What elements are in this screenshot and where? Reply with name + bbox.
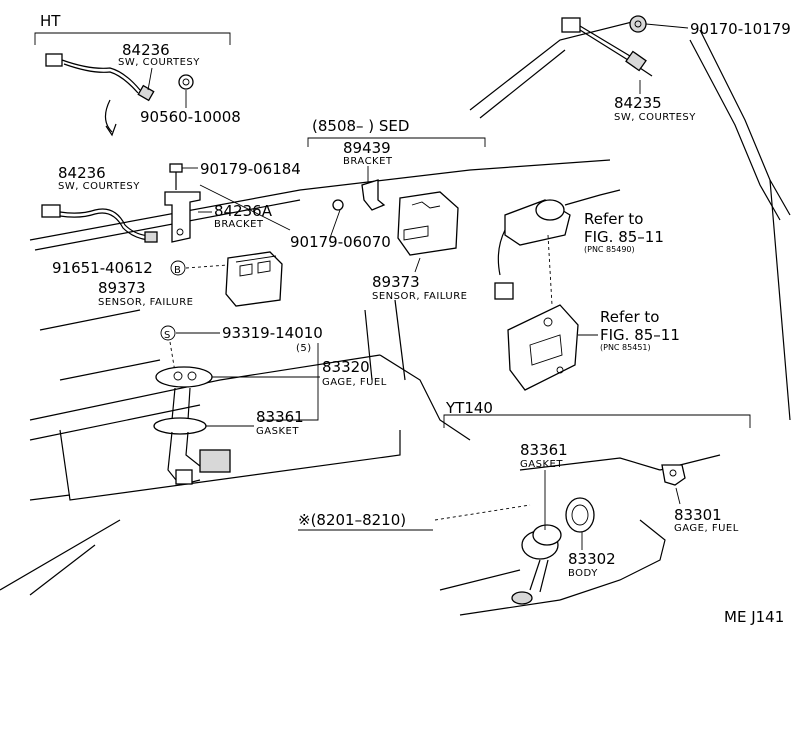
failure-sensor-left <box>225 251 283 307</box>
part-desc-83361-left: GASKET <box>256 426 299 437</box>
part-qty-93319: (5) <box>296 343 312 354</box>
part-number-84236-top: 84236 <box>122 41 170 59</box>
ref-pnc-2: (PNC 85451) <box>600 343 651 352</box>
part-number-84235: 84235 <box>614 94 662 112</box>
part-desc-84236-top: SW, COURTESY <box>118 57 200 68</box>
sed-label: (8508– ) SED <box>312 117 409 135</box>
part-desc-83301: GAGE, FUEL <box>674 523 739 534</box>
serial-note: ※(8201–8210) <box>298 511 406 529</box>
part-number-93319: 93319-14010 <box>222 324 323 342</box>
marker-s-letter: S <box>164 330 171 341</box>
part-desc-83320: GAGE, FUEL <box>322 377 387 388</box>
part-number-83302: 83302 <box>568 550 616 568</box>
part-desc-84236a: BRACKET <box>214 219 264 230</box>
sed-group: (8508– ) SED <box>307 117 486 147</box>
part-desc-89439: BRACKET <box>343 156 393 167</box>
marker-b-letter: B <box>174 265 181 276</box>
part-desc-89373-right: SENSOR, FAILURE <box>372 291 467 302</box>
trunk-latch <box>507 304 579 391</box>
part-number-90179-06184: 90179-06184 <box>200 160 301 178</box>
part-desc-84236-mid: SW, COURTESY <box>58 181 140 192</box>
part-number-89373-right: 89373 <box>372 273 420 291</box>
sed-bracket <box>332 179 386 211</box>
part-number-83301: 83301 <box>674 506 722 524</box>
vehicle-body-outline <box>0 19 791 616</box>
part-number-89373-left: 89373 <box>98 279 146 297</box>
part-desc-83302: BODY <box>568 568 598 579</box>
ht-label: HT <box>40 12 61 30</box>
part-number-83361-right: 83361 <box>520 441 568 459</box>
part-desc-84235: SW, COURTESY <box>614 112 696 123</box>
ref-fig-2: FIG. 85–11 <box>600 326 680 344</box>
courtesy-switch-mid <box>41 163 201 243</box>
failure-sensor-right <box>397 191 459 256</box>
marker-s: S <box>160 325 176 341</box>
part-number-90560: 90560-10008 <box>140 108 241 126</box>
ref-fig-1: FIG. 85–11 <box>584 228 664 246</box>
courtesy-switch-ht <box>45 53 194 137</box>
part-desc-83361-right: GASKET <box>520 459 563 470</box>
part-number-84236-mid: 84236 <box>58 164 106 182</box>
part-number-89439: 89439 <box>343 139 391 157</box>
marker-b: B <box>170 260 186 276</box>
part-number-84236a: 84236A <box>214 202 273 220</box>
ref-text-1: Refer to <box>584 210 643 228</box>
part-number-83320: 83320 <box>322 358 370 376</box>
part-number-91651: 91651-40612 <box>52 259 153 277</box>
part-number-83361-left: 83361 <box>256 408 304 426</box>
trunk-lock-cylinder <box>494 189 621 306</box>
part-desc-89373-left: SENSOR, FAILURE <box>98 297 193 308</box>
drawing-id: ME J141 <box>724 608 784 626</box>
courtesy-switch-right <box>561 15 653 77</box>
yt140-label: YT140 <box>445 399 493 417</box>
fuel-sender-yt140 <box>511 464 686 605</box>
part-number-90170: 90170-10179 <box>690 20 791 38</box>
part-number-90179-06070: 90179-06070 <box>290 233 391 251</box>
ht-group: HT <box>34 12 231 45</box>
ref-text-2: Refer to <box>600 308 659 326</box>
ref-pnc-1: (PNC 85490) <box>584 245 635 254</box>
yt140-group: YT140 <box>443 399 751 428</box>
